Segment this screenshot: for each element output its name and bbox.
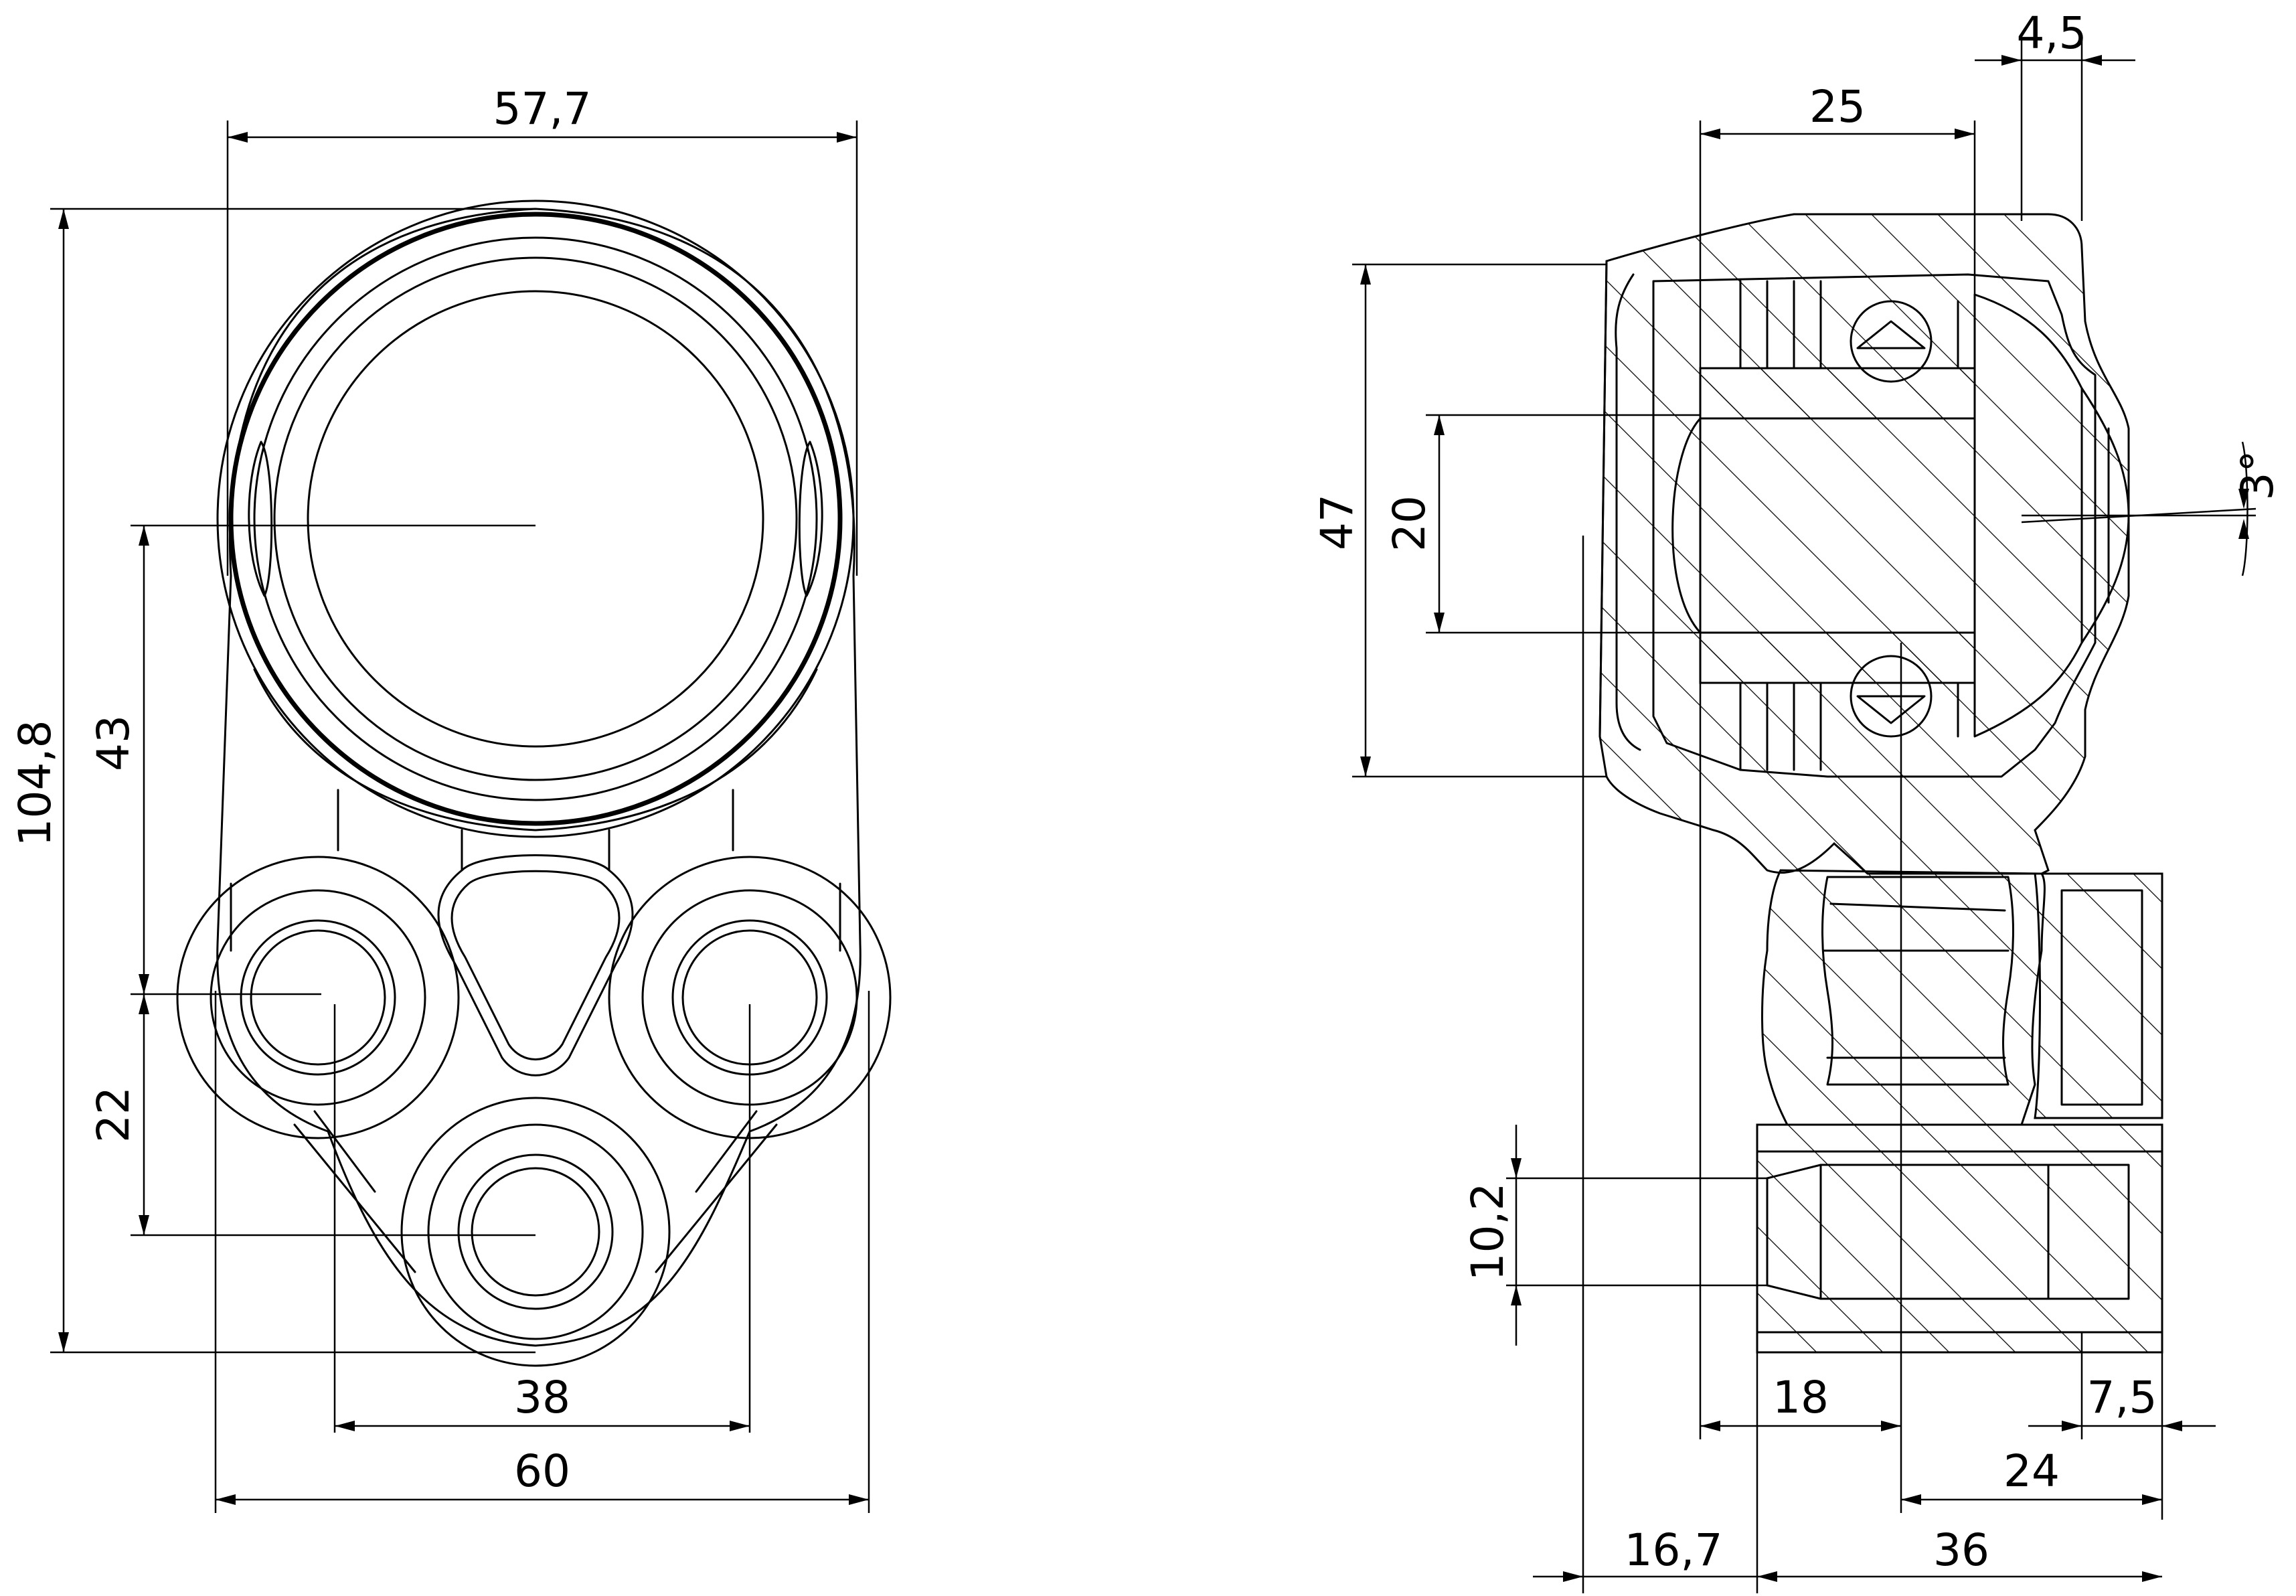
bottom-port	[400, 1097, 671, 1367]
center-triangle-cap	[437, 854, 634, 1076]
front-view: 57,7 104,8 43 22 38 60	[9, 83, 892, 1513]
dim-7-5: 7,5	[2087, 1372, 2157, 1423]
right-slot	[798, 441, 823, 597]
bearing-ball-top	[1850, 300, 1933, 383]
button-face	[307, 290, 764, 748]
dim-47: 47	[1311, 494, 1363, 550]
left-port	[176, 856, 460, 1139]
dim-22: 22	[88, 1087, 139, 1143]
dim-24: 24	[2003, 1445, 2060, 1497]
side-tube	[2034, 872, 2163, 1119]
button-outer-ring	[228, 212, 843, 826]
dim-38: 38	[514, 1372, 570, 1423]
dim-16-7: 16,7	[1625, 1524, 1723, 1576]
front-body-outline	[216, 208, 862, 1347]
dim-20: 20	[1384, 495, 1435, 552]
dim-36: 36	[1933, 1524, 1989, 1576]
bottom-fitting	[1756, 1123, 2163, 1354]
left-slot	[248, 441, 273, 597]
shaft-section	[1699, 367, 1976, 420]
dim-4-5: 4,5	[2017, 7, 2087, 59]
dim-18: 18	[1773, 1372, 1829, 1423]
section-view: 4,5 25 47 20 3° 10,2	[1311, 7, 2283, 1593]
dim-60: 60	[514, 1445, 570, 1497]
bearing-ball-bottom	[1850, 655, 1933, 738]
housing-section	[1598, 213, 2130, 875]
dim-3-deg: 3°	[2232, 451, 2283, 501]
neck-section	[1761, 869, 2046, 1126]
dim-25: 25	[1809, 81, 1866, 133]
dim-104-8: 104,8	[9, 720, 61, 847]
dim-43: 43	[88, 715, 139, 771]
dim-10-2: 10,2	[1462, 1183, 1513, 1281]
inner-cavity	[1652, 273, 2097, 778]
dim-57-7: 57,7	[493, 83, 592, 135]
